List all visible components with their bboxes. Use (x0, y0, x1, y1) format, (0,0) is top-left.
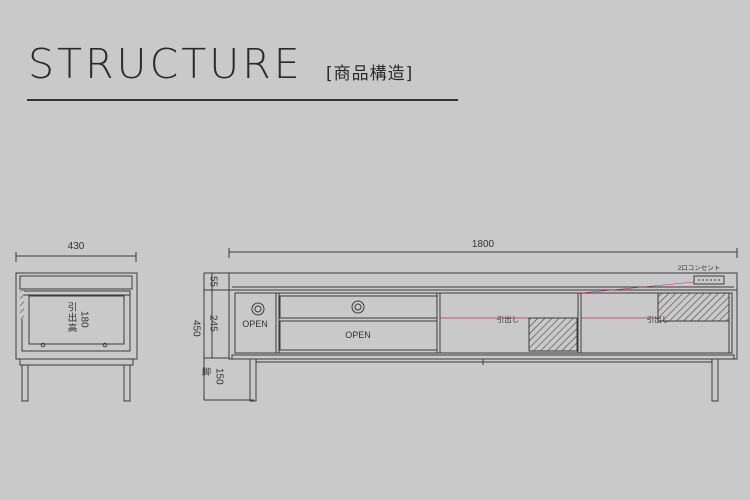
center-drawer-top (279, 295, 438, 319)
drawer-4-label: 引出し (647, 314, 670, 324)
center-drawer-knob (351, 300, 365, 314)
side-vent-hatch (20, 291, 24, 319)
side-body-outline (15, 272, 138, 360)
side-leg-right (123, 364, 131, 402)
side-knob-2 (102, 342, 108, 348)
header: STRUCTURE [商品構造] (0, 0, 750, 110)
outlet-label: 2口コンセント (678, 264, 721, 272)
dim-total-label: 450 (191, 320, 202, 337)
left-flap-open-label: OPEN (242, 319, 268, 329)
front-view (203, 248, 738, 402)
side-leg-left (21, 364, 29, 402)
side-drawer-height-value: 180 (79, 311, 90, 328)
front-leg-left (249, 358, 257, 402)
front-width-label: 1800 (472, 239, 495, 250)
dim-top-label: 55 (208, 276, 219, 288)
dim-middle-label: 245 (208, 315, 219, 332)
side-width-label: 430 (68, 241, 85, 252)
side-drawer-inner (28, 295, 125, 345)
front-leg-right (711, 358, 719, 402)
cable-line-3 (580, 281, 695, 294)
page-title: STRUCTURE (28, 40, 303, 88)
title-underline (27, 99, 458, 101)
drawer-3-label: 引出し (497, 314, 520, 324)
drawer-4-hatch (657, 292, 730, 322)
drawer-3-hatch (528, 317, 578, 352)
leg-label: 脚 (201, 367, 211, 377)
center-drawer-open-label: OPEN (345, 330, 371, 340)
page-subtitle: [商品構造] (326, 64, 414, 84)
bottom-rail (231, 354, 735, 360)
side-drawer-height-label: 引出高 (66, 302, 78, 334)
side-top-panel (19, 275, 133, 290)
side-view (15, 252, 138, 402)
drawer-4 (580, 292, 730, 354)
side-knob-1 (40, 342, 46, 348)
dim-leg-label: 150 (214, 368, 225, 385)
left-flap-knob (251, 302, 265, 316)
side-base (19, 358, 134, 366)
outlet-box (693, 275, 725, 285)
